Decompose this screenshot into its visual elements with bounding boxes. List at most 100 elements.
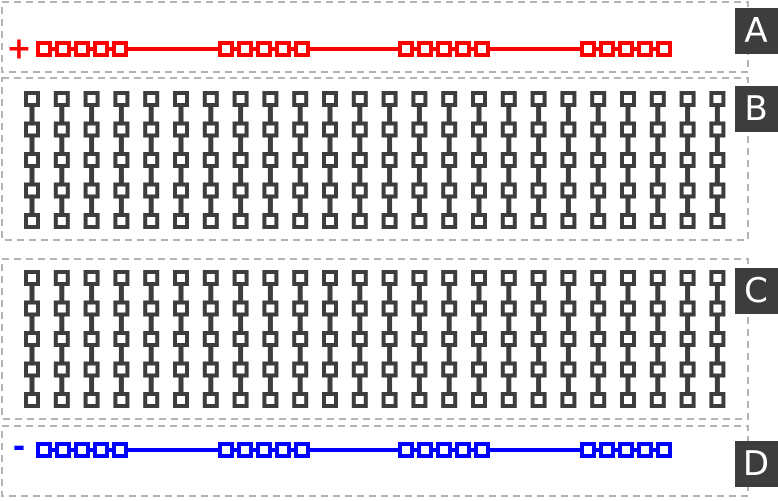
strip-c-hole (113, 392, 130, 408)
strip-c-hole (411, 270, 428, 286)
strip-c-hole (292, 270, 309, 286)
strip-c-hole (262, 361, 279, 378)
strip-b-hole (24, 91, 40, 107)
strip-c-hole (322, 361, 338, 378)
strip-b-hole (530, 182, 547, 199)
strip-c-hole (709, 300, 726, 317)
strip-b-hole (113, 213, 130, 229)
strip-c-hole (292, 331, 309, 347)
rail-d-hole (599, 442, 615, 458)
strip-b-hole (53, 152, 70, 168)
strip-b-hole (411, 213, 428, 229)
strip-c-hole (232, 392, 249, 408)
strip-c-hole (560, 392, 577, 408)
strip-c-hole (560, 270, 577, 286)
strip-b-hole (590, 91, 607, 107)
strip-b-hole (500, 121, 517, 138)
strip-c-hole (620, 300, 636, 317)
strip-b-hole (24, 121, 40, 138)
strip-c-hole (322, 270, 338, 286)
section-a: + A (1, 1, 778, 73)
strip-b-hole (322, 91, 338, 107)
strip-c-hole (471, 361, 487, 378)
strip-c-hole (441, 270, 458, 286)
strip-b-hole (232, 91, 249, 107)
strip-b-hole (83, 91, 100, 107)
strip-c-hole (590, 270, 607, 286)
strip-b-hole (679, 152, 696, 168)
strip-b-hole (173, 121, 189, 138)
strip-b-hole (322, 152, 338, 168)
strip-b-hole (560, 152, 577, 168)
rail-a-holes (36, 41, 672, 57)
rail-d-hole (112, 442, 128, 458)
strip-b-hole (322, 182, 338, 199)
strip-c-hole (322, 331, 338, 347)
rail-a-hole (74, 41, 90, 57)
strip-c-hole (292, 361, 309, 378)
strip-c-hole (620, 361, 636, 378)
rail-a-hole (455, 41, 471, 57)
strip-b-hole (262, 213, 279, 229)
strip-c-hole (649, 331, 666, 347)
strip-c-hole (322, 392, 338, 408)
strip-b-hole (381, 213, 398, 229)
strip-c-hole (24, 392, 40, 408)
strip-c-hole (262, 392, 279, 408)
strip-c-hole (441, 331, 458, 347)
strip-c-hole (232, 300, 249, 317)
strip-c-hole (173, 270, 189, 286)
strip-b-hole (232, 121, 249, 138)
strip-b-hole (709, 152, 726, 168)
strip-c-hole (679, 361, 696, 378)
section-c-label-bg (735, 268, 778, 314)
strip-c-hole (590, 300, 607, 317)
strip-b-hole (381, 91, 398, 107)
strip-c-hole (500, 270, 517, 286)
rail-d-hole (55, 442, 71, 458)
strip-c-hole (232, 331, 249, 347)
strip-b-hole (292, 152, 309, 168)
strip-b-hole (649, 152, 666, 168)
rail-a-hole (93, 41, 109, 57)
strip-c-hole (292, 300, 309, 317)
strip-c-hole (381, 331, 398, 347)
strip-c-hole (530, 300, 547, 317)
strip-b-hole (113, 121, 130, 138)
strip-c-hole (620, 331, 636, 347)
section-c-label: C (744, 271, 768, 311)
strip-c-hole (411, 392, 428, 408)
strip-c-hole (620, 270, 636, 286)
section-a-frame (1, 1, 749, 73)
rail-a-hole (398, 41, 414, 57)
strip-b-hole (232, 152, 249, 168)
strip-b-hole (292, 91, 309, 107)
rail-d-hole (36, 442, 52, 458)
strip-b-hole (620, 213, 636, 229)
strip-b-hole (500, 91, 517, 107)
strip-c-hole (500, 361, 517, 378)
rail-d-hole (398, 442, 414, 458)
strip-c-hole (351, 392, 368, 408)
strip-b-hole (530, 213, 547, 229)
section-a-label-bg (735, 8, 778, 54)
strip-b-hole (500, 182, 517, 199)
strip-c-hole (351, 300, 368, 317)
section-b-label-bg (735, 86, 778, 132)
strip-c-hole (709, 331, 726, 347)
strip-b-hole (560, 213, 577, 229)
strip-c-hole (500, 331, 517, 347)
section-a-label: A (744, 11, 767, 51)
strip-c-hole (202, 331, 219, 347)
strip-c-hole (560, 300, 577, 317)
strip-c-hole (590, 331, 607, 347)
strip-c-hole (649, 300, 666, 317)
strip-c-hole (471, 392, 487, 408)
strip-b-hole (113, 152, 130, 168)
strip-c-hole (411, 331, 428, 347)
strip-b-hole (143, 121, 160, 138)
strip-b-hole (232, 182, 249, 199)
strip-c-hole (560, 361, 577, 378)
rail-d-hole (436, 442, 452, 458)
strip-c-hole (232, 270, 249, 286)
